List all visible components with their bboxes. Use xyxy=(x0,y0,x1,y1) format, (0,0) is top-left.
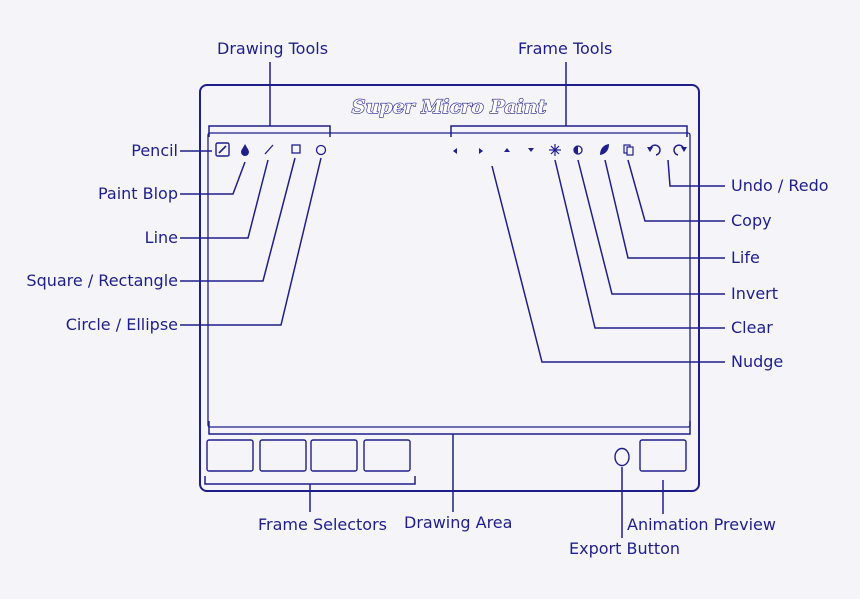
circle-icon[interactable] xyxy=(315,144,327,156)
frame-tools-bracket xyxy=(450,125,688,137)
life-leader xyxy=(604,159,725,259)
paint-blop-icon[interactable] xyxy=(241,144,249,156)
copy-icon[interactable] xyxy=(623,144,634,156)
invert-leader xyxy=(577,159,725,295)
line-leader xyxy=(180,159,269,239)
drawing-area-bracket xyxy=(208,421,691,435)
copy-label: Copy xyxy=(731,211,772,230)
drawing-tools-heading: Drawing Tools xyxy=(217,39,329,58)
undo-redo-leader xyxy=(667,159,725,187)
square-icon[interactable] xyxy=(291,144,301,154)
clear-leader xyxy=(554,159,725,329)
nudge-label: Nudge xyxy=(731,352,784,371)
clear-label: Clear xyxy=(731,318,773,337)
drawing-tools-bracket xyxy=(208,125,331,137)
life-label: Life xyxy=(731,248,760,267)
clear-icon[interactable] xyxy=(549,144,561,156)
export-button[interactable] xyxy=(614,447,630,467)
square-rectangle-label: Square / Rectangle xyxy=(26,271,178,290)
app-window xyxy=(199,84,700,492)
drawing-area-label: Drawing Area xyxy=(404,513,513,532)
line-icon[interactable] xyxy=(264,144,274,155)
undo-icon[interactable] xyxy=(647,144,661,156)
animation-preview xyxy=(639,439,687,472)
invert-icon[interactable] xyxy=(573,145,583,155)
pencil-icon[interactable] xyxy=(215,142,230,157)
drawing-area[interactable] xyxy=(207,132,691,428)
line-label: Line xyxy=(144,228,178,247)
frame-selector-3[interactable] xyxy=(310,439,358,472)
nudge-right-icon[interactable] xyxy=(479,148,483,154)
invert-label: Invert xyxy=(731,284,779,303)
life-icon[interactable] xyxy=(600,144,609,155)
copy-leader xyxy=(627,159,725,222)
nudge-down-icon[interactable] xyxy=(528,148,534,152)
undo-redo-label: Undo / Redo xyxy=(731,176,829,195)
animation-preview-label: Animation Preview xyxy=(627,515,776,534)
frame-tools-heading: Frame Tools xyxy=(518,39,613,58)
nudge-up-icon[interactable] xyxy=(504,148,510,152)
paint-blop-label: Paint Blop xyxy=(97,184,178,203)
circle-leader xyxy=(180,157,322,326)
app-title: Super Micro Paint xyxy=(352,96,547,118)
paint-blop-leader xyxy=(180,161,246,195)
nudge-left-icon[interactable] xyxy=(453,148,457,154)
frame-selectors-label: Frame Selectors xyxy=(258,515,387,534)
frame-selector-4[interactable] xyxy=(363,439,411,472)
export-button-label: Export Button xyxy=(569,539,681,558)
frame-selector-1[interactable] xyxy=(206,439,254,472)
square-leader xyxy=(180,157,296,282)
circle-ellipse-label: Circle / Ellipse xyxy=(65,315,178,334)
redo-icon[interactable] xyxy=(673,144,687,156)
nudge-leader xyxy=(491,165,725,363)
pencil-label: Pencil xyxy=(131,141,178,160)
frame-selector-2[interactable] xyxy=(259,439,307,472)
frame-selectors-bracket xyxy=(204,476,416,485)
